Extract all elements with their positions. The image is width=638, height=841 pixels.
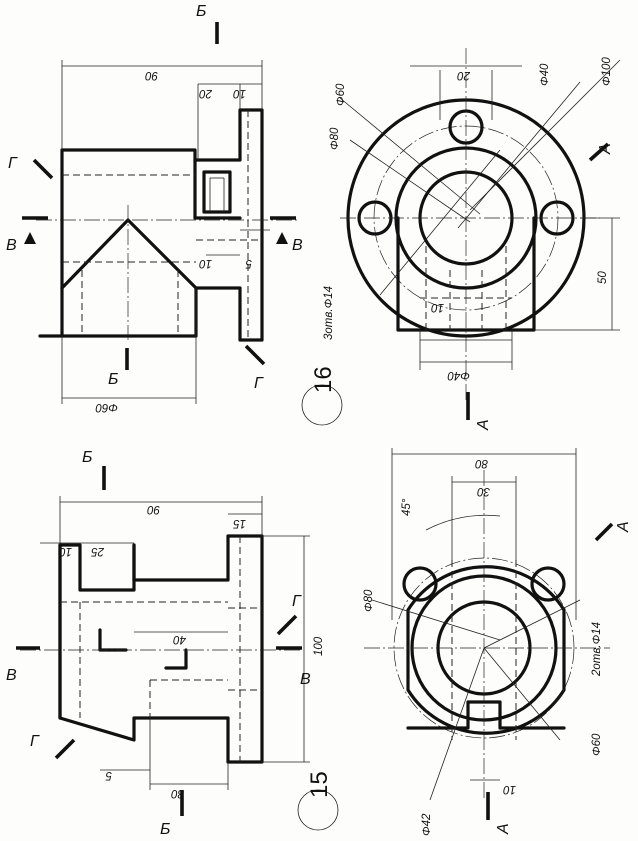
fig16-body-outline <box>60 108 264 342</box>
fig16-label-g-top: Г <box>8 155 18 172</box>
fig15-cut-a-right <box>594 522 614 542</box>
fig15-dim-phi42: Φ42 <box>421 813 433 836</box>
fig15-dim-30: 30 <box>171 787 184 799</box>
fig16-label-v-left: В <box>6 237 17 254</box>
fig16-dim-phi40: Φ40 <box>539 63 551 86</box>
fig15-plan-outline <box>406 565 566 735</box>
fig16-number-circle <box>301 384 343 426</box>
fig15-label-a-bottom: А <box>495 823 512 835</box>
fig15-front-view: Б Б В В Г Г 90 15 10 25 40 100 5 30 <box>6 449 325 838</box>
fig16-dim-phi60: Φ60 <box>335 83 347 106</box>
fig16-label-b-top: Б <box>196 3 206 20</box>
fig16-dim-10: 10 <box>431 301 444 313</box>
fig15-dim-10: 10 <box>59 545 72 557</box>
fig15-dim-30: 30 <box>477 485 490 497</box>
fig15-label-b-top: Б <box>82 449 92 466</box>
fig16-dim-20: 20 <box>199 87 213 99</box>
fig15-hole-right <box>530 566 566 602</box>
fig16-dim-5: 5 <box>245 257 252 269</box>
fig15-dim-100: 100 <box>313 636 325 656</box>
fig16-dim-50: 50 <box>597 271 609 284</box>
fig15-label-a-right: А <box>615 521 632 533</box>
fig16-plan-view: 20 Φ40 Φ100 Φ60 Φ80 3отв.Φ14 50 10 Φ40 А… <box>323 48 621 431</box>
fig16-number: 16 <box>310 366 337 393</box>
fig16-cut-a-right <box>588 142 610 162</box>
fig15-dim-25: 25 <box>91 545 105 557</box>
fig16-dim-phi100: Φ100 <box>601 57 613 86</box>
fig15-dim-15: 15 <box>233 517 246 529</box>
fig15-cut-g-right <box>276 614 298 636</box>
fig15-dim-80: 80 <box>475 457 488 469</box>
fig16-dim-10-bottom: 10 <box>199 257 212 269</box>
fig16-dim-phi80: Φ80 <box>329 127 341 150</box>
fig15-cut-g-left <box>54 738 76 760</box>
fig15-dim-5: 5 <box>105 769 112 781</box>
fig15-dim-phi80: Φ80 <box>363 589 375 612</box>
fig15-dim-40: 40 <box>173 633 186 645</box>
fig16-label-b-bottom: Б <box>108 371 118 388</box>
fig16-dim-90: 90 <box>145 69 158 81</box>
fig16-dim-holes: 3отв.Φ14 <box>323 286 335 340</box>
fig16-front-view: Б Б В В Г Г 90 20 10 10 5 Φ60 <box>6 3 303 413</box>
fig15-hole-left <box>402 566 438 602</box>
fig15-number-circle <box>297 789 339 831</box>
fig15-dim-45: 45° <box>401 498 413 516</box>
fig16-ridge <box>60 218 198 290</box>
fig16-dim-phi40b: Φ40 <box>447 369 470 381</box>
fig15-label-g-right: Г <box>292 593 302 610</box>
fig16-cut-g-bottom <box>244 344 266 366</box>
fig15-dim-10: 10 <box>503 783 516 795</box>
fig16-dim-10-top: 10 <box>233 87 246 99</box>
fig15-label-g-left: Г <box>30 733 40 750</box>
fig15-body-outline <box>58 534 264 764</box>
fig16-label-v-right: В <box>292 237 303 254</box>
fig15-label-v-right: В <box>300 671 311 688</box>
fig15-dim-holes: 2отв.Φ14 <box>591 622 603 677</box>
fig16-dim-20: 20 <box>457 69 471 81</box>
fig15-label-v-left: В <box>6 667 17 684</box>
fig16-base-block <box>396 216 536 332</box>
fig15-plan-view: 80 30 45° Φ80 2отв.Φ14 Φ60 Φ42 10 А А <box>363 448 632 836</box>
fig16-slot <box>202 170 232 214</box>
fig16-label-a-bottom: А <box>475 419 492 431</box>
fig16-cut-g-top <box>32 158 54 180</box>
fig16-label-g-bottom: Г <box>254 375 264 392</box>
fig15-dim-phi60: Φ60 <box>591 733 603 756</box>
fig15-label-b-bottom: Б <box>160 821 170 838</box>
fig16-label-a-right: А <box>597 143 614 155</box>
fig16-dim-phi60: Φ60 <box>95 401 118 413</box>
fig15-dim-90: 90 <box>147 503 160 515</box>
fig15-number: 15 <box>306 771 333 798</box>
